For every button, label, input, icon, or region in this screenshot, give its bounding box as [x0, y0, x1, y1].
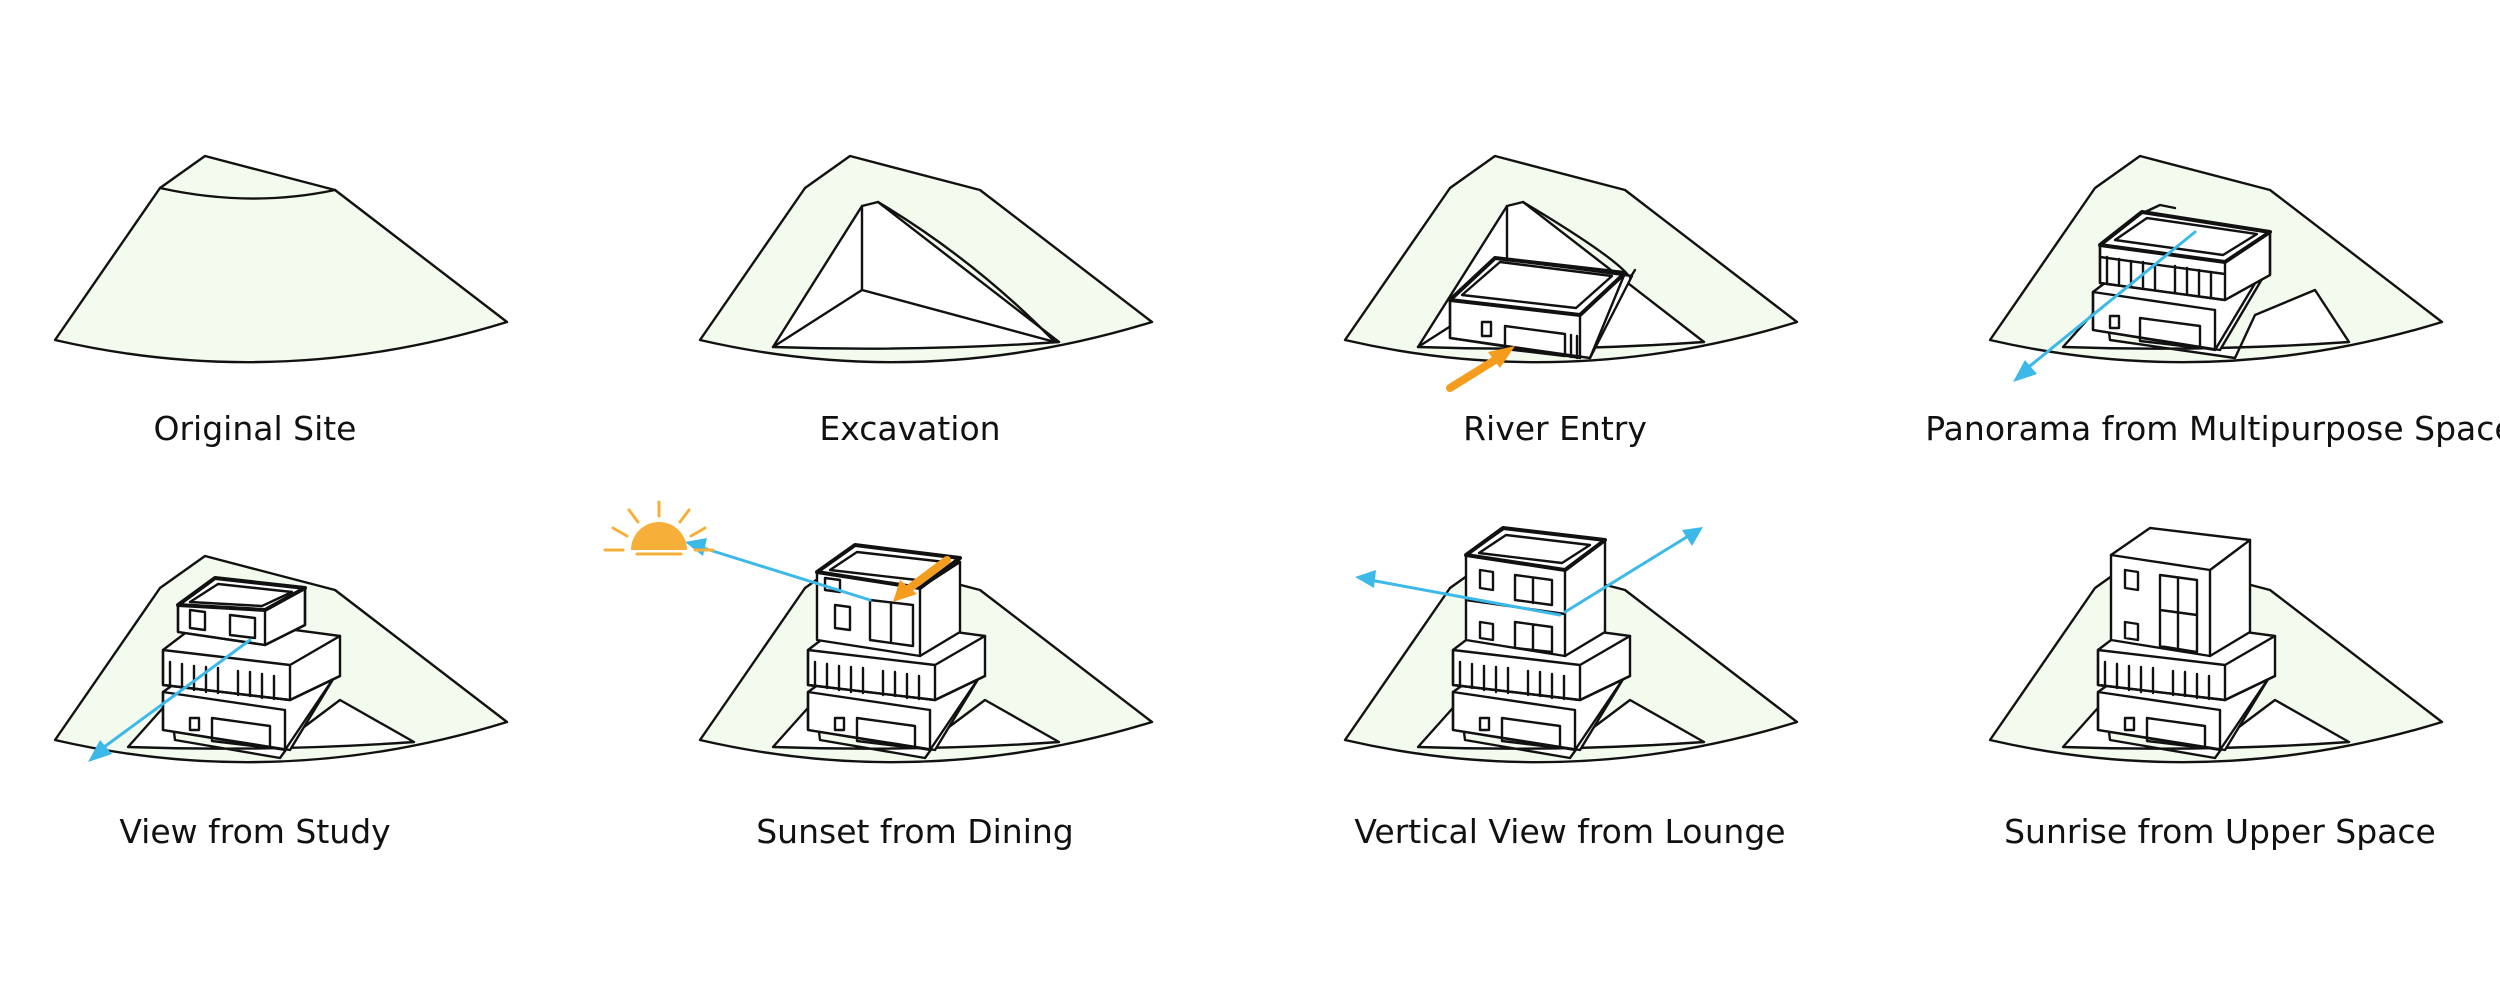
sun-icon — [603, 500, 715, 556]
study-arrowhead — [88, 740, 112, 762]
sunset-view-arrow — [698, 545, 872, 602]
entry-arrowhead — [1488, 346, 1515, 368]
panel-label: Panorama from Multipurpose Space — [1925, 409, 2500, 448]
panel-label: River Entry — [1463, 409, 1647, 448]
lounge-arrowhead-right — [1682, 527, 1703, 546]
panorama-view-arrow — [2023, 230, 2197, 372]
sunset-arrowhead — [685, 538, 707, 556]
panel-sunset-from-dining: Sunset from Dining — [603, 500, 1154, 851]
panel-label: Original Site — [154, 409, 357, 448]
panel-label: Excavation — [819, 409, 1000, 448]
panel-panorama-multipurpose: Panorama from Multipurpose Space — [1925, 154, 2500, 448]
panel-label: Vertical View from Lounge — [1354, 812, 1785, 851]
panel-excavation: Excavation — [698, 154, 1154, 448]
panel-sunrise-upper-space: Sunrise from Upper Space — [1988, 526, 2444, 851]
lounge-view-arrow-right — [1563, 533, 1692, 614]
dining-arrow — [903, 556, 951, 594]
lounge-view-arrow-left — [1368, 578, 1562, 617]
panel-label: Sunset from Dining — [756, 812, 1074, 851]
lounge-arrowhead-left — [1355, 570, 1376, 588]
entry-arrow — [1446, 353, 1504, 392]
study-view-arrow — [98, 638, 252, 752]
panel-vertical-view-lounge: Vertical View from Lounge — [1343, 526, 1799, 851]
panel-view-from-study: View from Study — [53, 554, 509, 851]
panel-original-site: Original Site — [53, 154, 509, 448]
panel-label: Sunrise from Upper Space — [2004, 812, 2436, 851]
panorama-arrowhead — [2013, 360, 2037, 382]
panel-label: View from Study — [119, 812, 390, 851]
dining-arrowhead — [893, 580, 917, 602]
panel-river-entry: River Entry — [1343, 154, 1799, 448]
